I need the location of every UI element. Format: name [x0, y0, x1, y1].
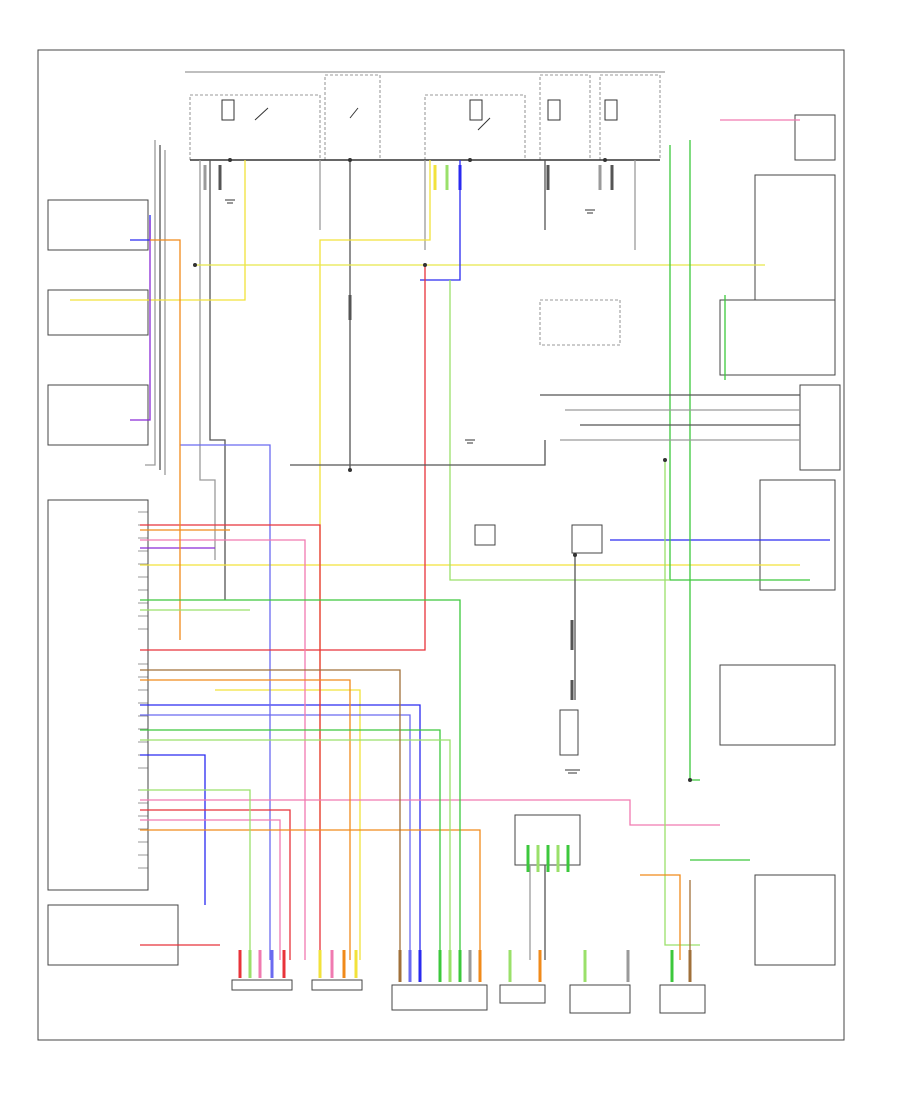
connector-c — [391, 984, 488, 1011]
center-relay — [539, 299, 621, 346]
ground-symbols — [225, 199, 595, 774]
right-connector-top — [794, 114, 836, 161]
right-thermo — [719, 664, 836, 746]
ecm-pin-ticks — [138, 511, 148, 869]
pressure-switch — [571, 524, 603, 554]
connector-a — [231, 979, 293, 991]
connector-d — [499, 984, 546, 1004]
left-components — [47, 199, 179, 966]
left-switch-c — [47, 384, 149, 446]
connector-f — [659, 984, 706, 1014]
right-switch-a — [754, 174, 836, 301]
compressor-clutch — [559, 709, 579, 756]
diagram-frame — [37, 49, 845, 1041]
diode — [474, 524, 496, 546]
relay-box-right-a — [424, 94, 526, 161]
splice-dots — [193, 158, 692, 782]
left-bottom-connector — [47, 904, 179, 966]
right-switch-c — [759, 479, 836, 591]
connector-e — [569, 984, 631, 1014]
relay-box-center — [324, 74, 381, 161]
bottom-connectors — [231, 979, 706, 1014]
left-switch-a — [47, 199, 149, 251]
top-relay-area — [185, 71, 665, 161]
relay-box-right-c — [599, 74, 661, 161]
ecm-module — [47, 499, 149, 891]
center-components — [474, 299, 621, 866]
connector-pin-stubs — [203, 165, 692, 982]
wire-harness — [70, 119, 830, 960]
right-components — [719, 114, 841, 966]
right-bottom-connector — [754, 874, 836, 966]
right-switch-b — [719, 299, 836, 376]
right-connector-mid — [799, 384, 841, 471]
relay-box-left — [189, 94, 321, 161]
connector-b — [311, 979, 363, 991]
left-switch-b — [47, 289, 149, 336]
